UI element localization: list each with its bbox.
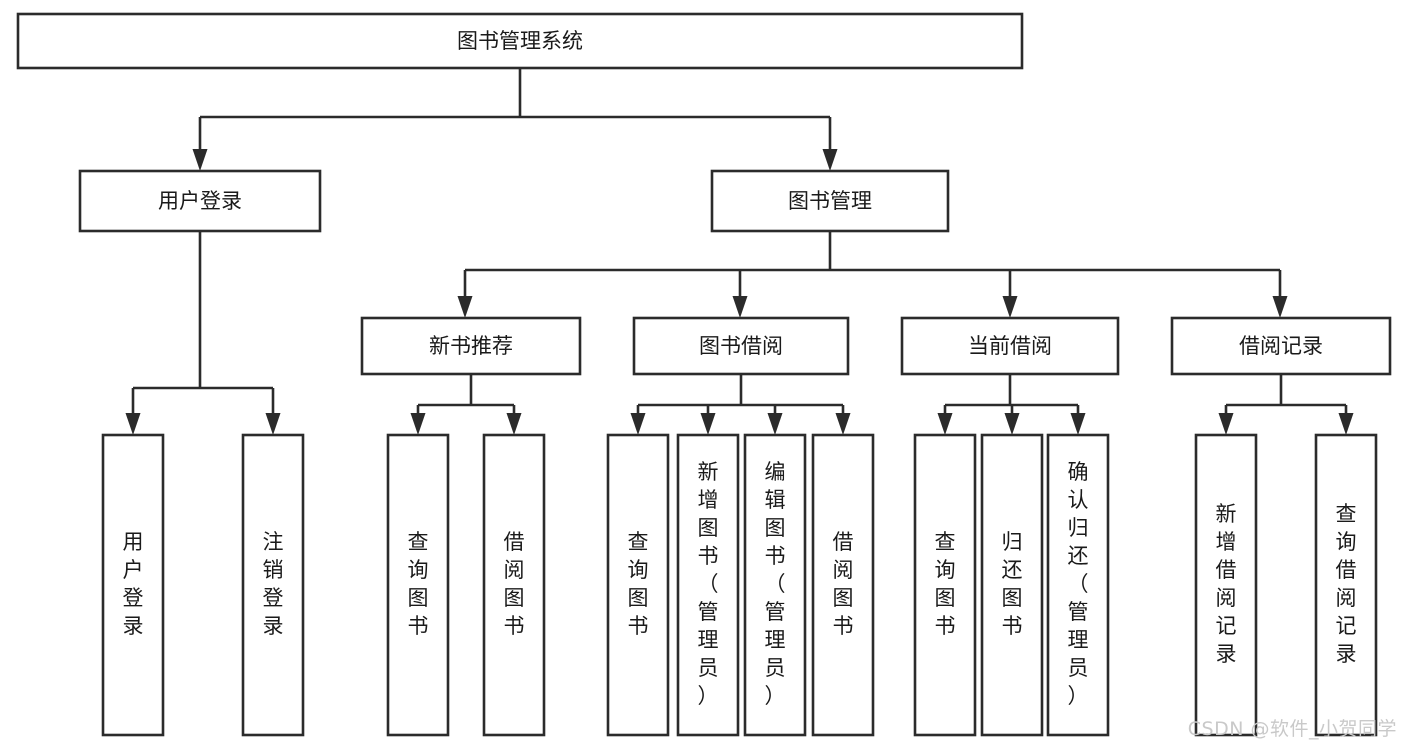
- arrow-head-2: [1002, 296, 1018, 318]
- node-box-leaf-query-book-2[interactable]: [606, 433, 670, 737]
- node-label-leaf-edit-book-admin: 编辑图书（管理员）: [765, 460, 786, 708]
- node-label-leaf-logout: 注销登录: [263, 530, 284, 638]
- node-box-leaf-edit-book-admin[interactable]: [743, 433, 807, 737]
- arrow-head-0: [125, 413, 141, 435]
- node-box-leaf-confirm-return-admin[interactable]: [1046, 433, 1110, 737]
- node-box-leaf-query-borrow-record[interactable]: [1314, 433, 1378, 737]
- node-label-leaf-add-book-admin: 新增图书（管理员）: [698, 460, 719, 708]
- connector-layer: [125, 68, 1354, 435]
- node-leaf-add-borrow-record[interactable]: 新增借阅记录: [1194, 433, 1258, 737]
- node-label-book-borrow: 图书借阅: [699, 334, 783, 358]
- node-box-leaf-logout[interactable]: [241, 433, 305, 737]
- node-leaf-confirm-return-admin[interactable]: 确认归还（管理员）: [1046, 433, 1110, 737]
- node-box-leaf-add-borrow-record[interactable]: [1194, 433, 1258, 737]
- node-new-book-rec[interactable]: 新书推荐: [360, 316, 582, 376]
- node-box-leaf-query-book-3[interactable]: [913, 433, 977, 737]
- node-label-leaf-query-book-3: 查询图书: [935, 530, 956, 638]
- node-label-leaf-borrow-book-1: 借阅图书: [504, 530, 525, 638]
- node-label-current-borrow: 当前借阅: [968, 334, 1052, 358]
- node-label-user-login: 用户登录: [158, 189, 242, 213]
- node-label-borrow-record: 借阅记录: [1239, 334, 1323, 358]
- node-user-login[interactable]: 用户登录: [78, 169, 322, 233]
- node-leaf-user-login[interactable]: 用户登录: [101, 433, 165, 737]
- node-label-leaf-query-book-1: 查询图书: [408, 530, 429, 638]
- arrow-head-0: [937, 413, 953, 435]
- node-label-leaf-user-login: 用户登录: [123, 530, 144, 638]
- arrow-head-1: [700, 413, 716, 435]
- node-label-leaf-confirm-return-admin: 确认归还（管理员）: [1068, 460, 1089, 708]
- arrow-head-2: [1070, 413, 1086, 435]
- node-box-current-borrow[interactable]: [900, 316, 1120, 376]
- node-book-borrow[interactable]: 图书借阅: [632, 316, 850, 376]
- node-box-root[interactable]: [16, 12, 1024, 70]
- node-layer: 图书管理系统用户登录图书管理新书推荐图书借阅当前借阅借阅记录用户登录注销登录查询…: [16, 12, 1392, 737]
- node-label-leaf-add-borrow-record: 新增借阅记录: [1216, 502, 1237, 666]
- connector-group-bookborrow-to-leaves: [630, 374, 851, 435]
- node-box-leaf-add-book-admin[interactable]: [676, 433, 740, 737]
- connector-group-newbook-to-leaves: [410, 374, 522, 435]
- arrow-head-1: [1338, 413, 1354, 435]
- arrow-head-1: [732, 296, 748, 318]
- connector-group-userlogin-to-leaves: [125, 231, 281, 435]
- arrow-head-1: [506, 413, 522, 435]
- node-leaf-edit-book-admin[interactable]: 编辑图书（管理员）: [743, 433, 807, 737]
- arrow-head-0: [457, 296, 473, 318]
- arrow-head-0: [192, 149, 208, 171]
- node-leaf-query-book-3[interactable]: 查询图书: [913, 433, 977, 737]
- node-leaf-borrow-book-2[interactable]: 借阅图书: [811, 433, 875, 737]
- node-leaf-return-book[interactable]: 归还图书: [980, 433, 1044, 737]
- node-box-book-manage[interactable]: [710, 169, 950, 233]
- connector-group-root-to-level1: [192, 68, 838, 171]
- node-leaf-logout[interactable]: 注销登录: [241, 433, 305, 737]
- node-current-borrow[interactable]: 当前借阅: [900, 316, 1120, 376]
- arrow-head-0: [410, 413, 426, 435]
- node-leaf-borrow-book-1[interactable]: 借阅图书: [482, 433, 546, 737]
- node-leaf-query-borrow-record[interactable]: 查询借阅记录: [1314, 433, 1378, 737]
- arrow-head-3: [1272, 296, 1288, 318]
- arrow-head-1: [265, 413, 281, 435]
- node-borrow-record[interactable]: 借阅记录: [1170, 316, 1392, 376]
- arrow-head-0: [630, 413, 646, 435]
- node-box-leaf-user-login[interactable]: [101, 433, 165, 737]
- node-label-leaf-query-borrow-record: 查询借阅记录: [1336, 502, 1357, 666]
- node-box-leaf-borrow-book-2[interactable]: [811, 433, 875, 737]
- node-book-manage[interactable]: 图书管理: [710, 169, 950, 233]
- arrow-head-3: [835, 413, 851, 435]
- node-leaf-query-book-2[interactable]: 查询图书: [606, 433, 670, 737]
- node-label-new-book-rec: 新书推荐: [429, 334, 513, 358]
- arrow-head-0: [1218, 413, 1234, 435]
- node-label-leaf-query-book-2: 查询图书: [628, 530, 649, 638]
- arrow-head-1: [822, 149, 838, 171]
- node-leaf-query-book-1[interactable]: 查询图书: [386, 433, 450, 737]
- node-label-book-manage: 图书管理: [788, 189, 872, 213]
- node-root[interactable]: 图书管理系统: [16, 12, 1024, 70]
- node-leaf-add-book-admin[interactable]: 新增图书（管理员）: [676, 433, 740, 737]
- node-box-leaf-borrow-book-1[interactable]: [482, 433, 546, 737]
- node-label-root: 图书管理系统: [457, 29, 583, 53]
- node-box-book-borrow[interactable]: [632, 316, 850, 376]
- arrow-head-1: [1004, 413, 1020, 435]
- arrow-head-2: [767, 413, 783, 435]
- node-box-user-login[interactable]: [78, 169, 322, 233]
- connector-group-currentborrow-to-leaves: [937, 374, 1086, 435]
- node-label-leaf-return-book: 归还图书: [1002, 530, 1023, 638]
- node-box-leaf-query-book-1[interactable]: [386, 433, 450, 737]
- node-box-borrow-record[interactable]: [1170, 316, 1392, 376]
- connector-group-bookmanage-to-level2: [457, 231, 1288, 318]
- watermark-label: CSDN @软件_小贺同学: [1187, 718, 1397, 740]
- node-box-new-book-rec[interactable]: [360, 316, 582, 376]
- node-box-leaf-return-book[interactable]: [980, 433, 1044, 737]
- connector-group-borrowrecord-to-leaves: [1218, 374, 1354, 435]
- node-label-leaf-borrow-book-2: 借阅图书: [833, 530, 854, 638]
